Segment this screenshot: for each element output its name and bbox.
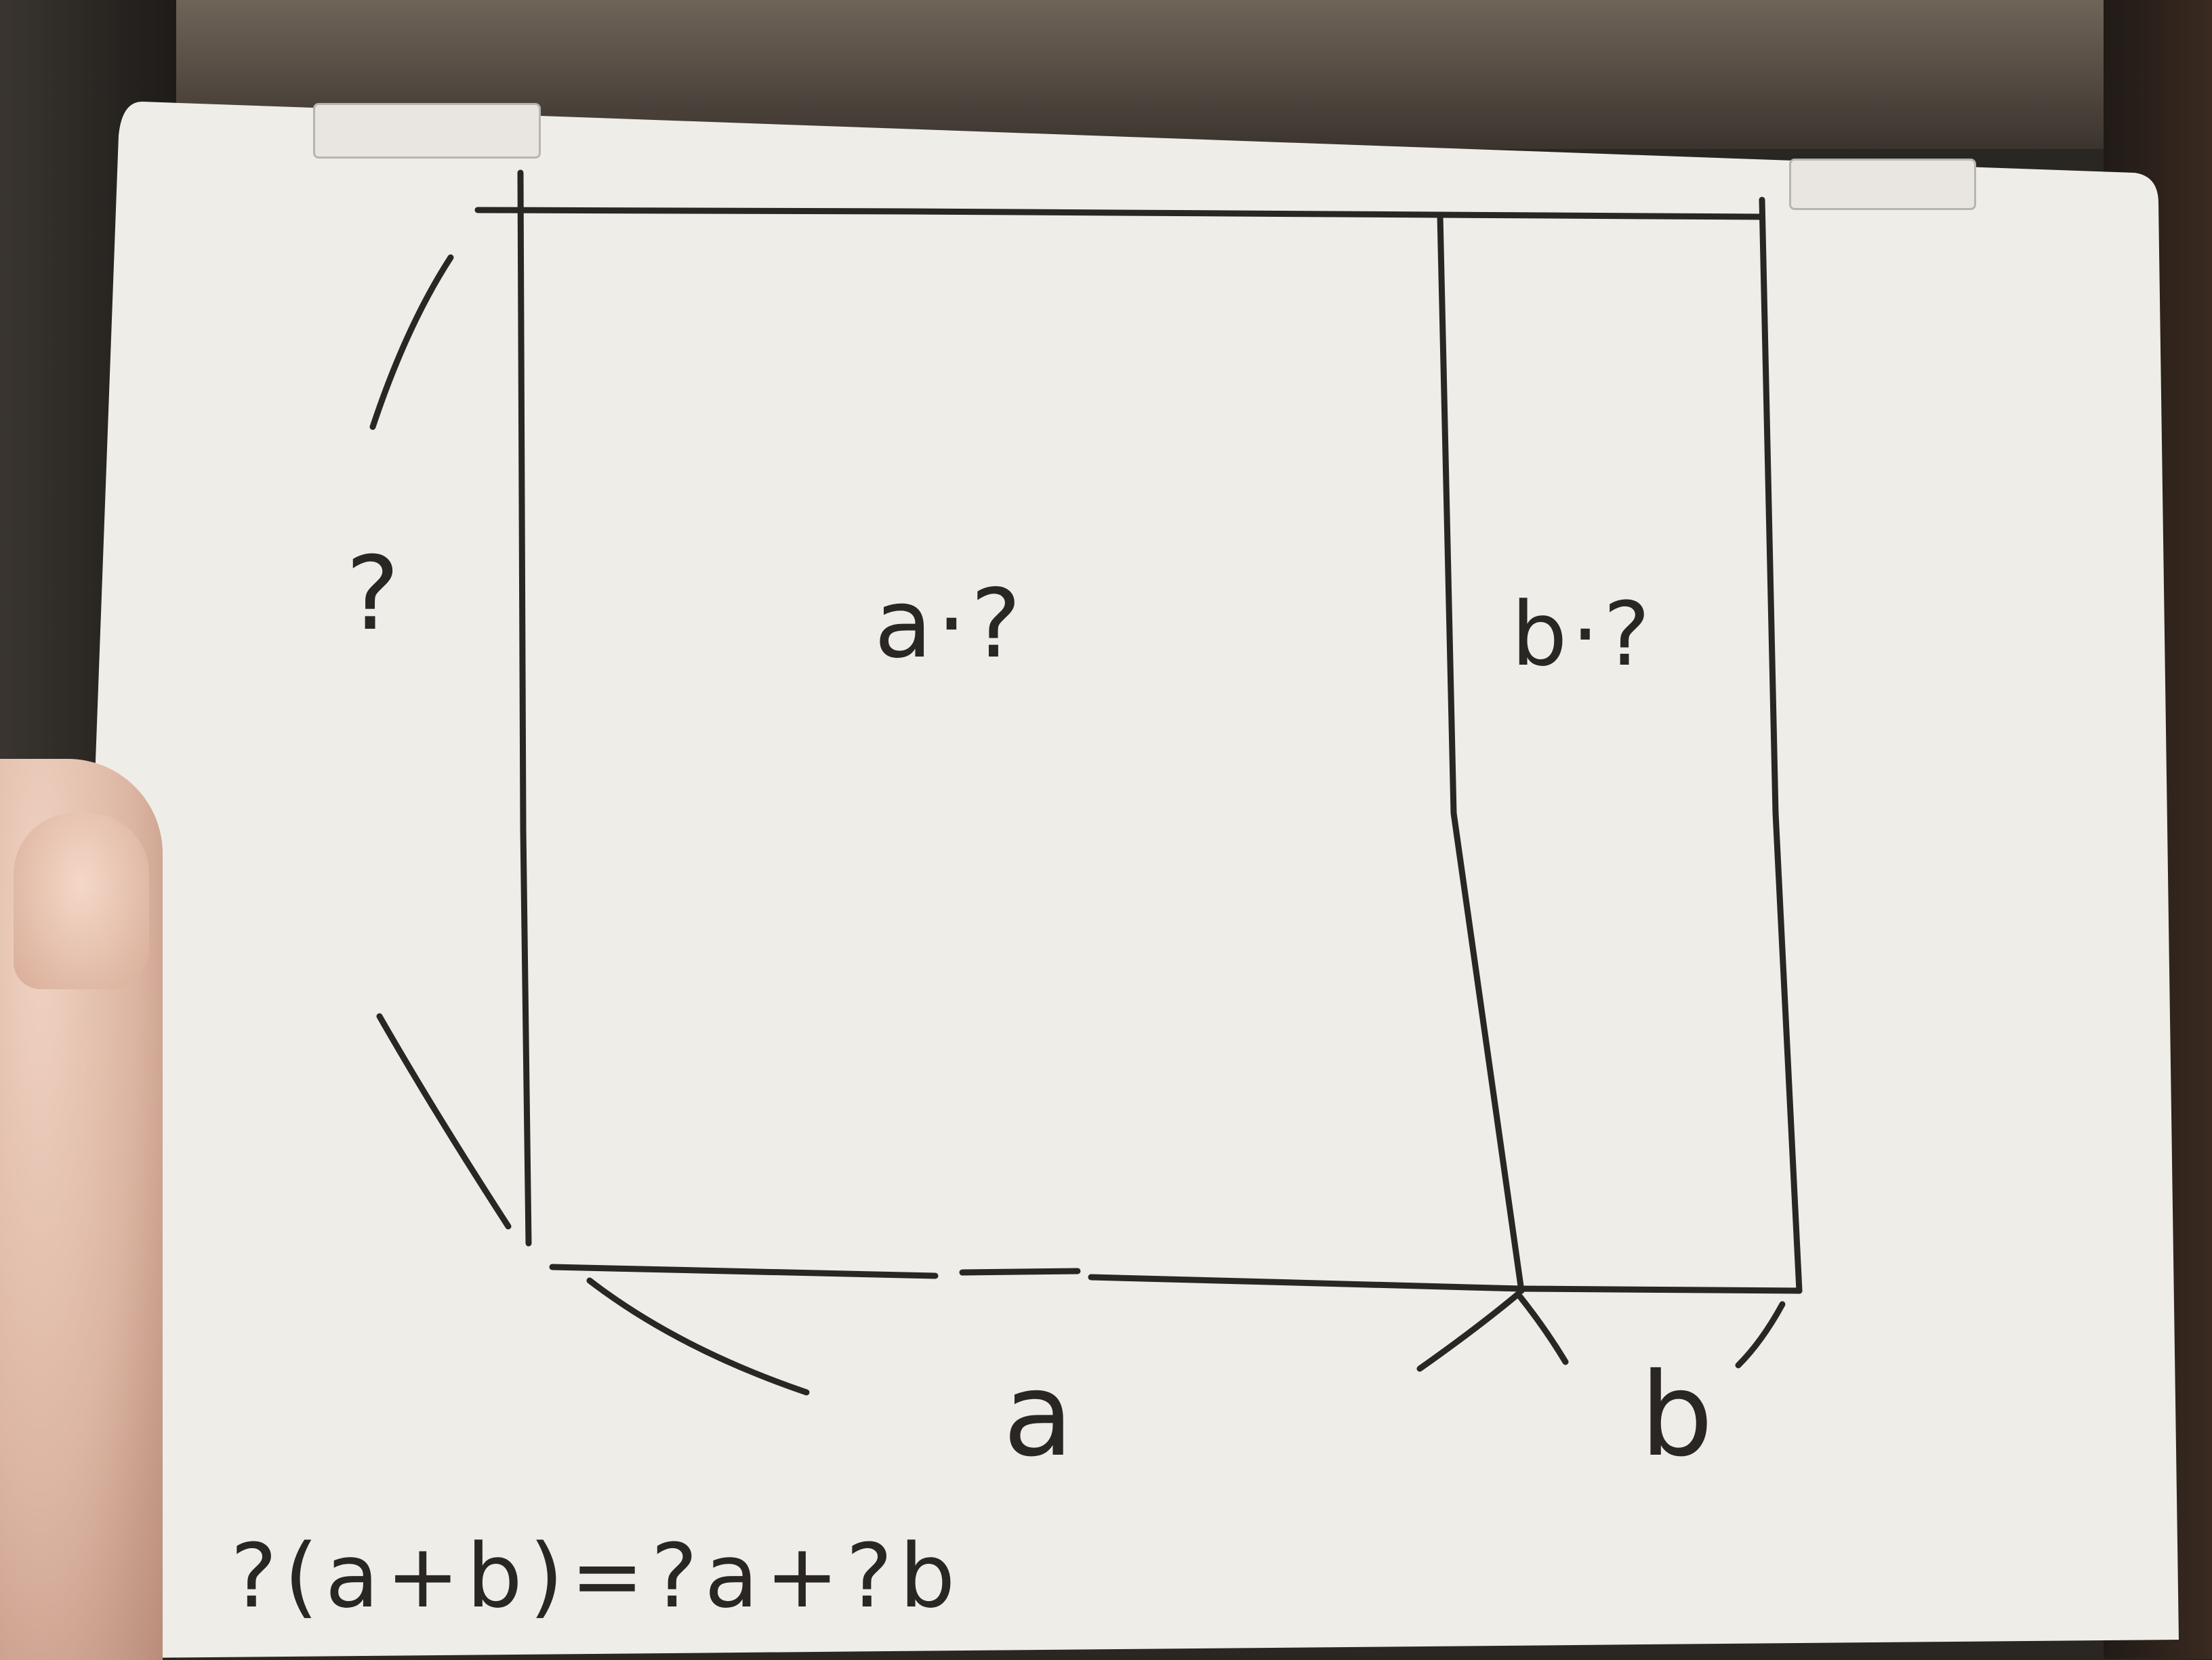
bottom-brace-b-mid: [1515, 1291, 1569, 1365]
rectangle-left-edge: [517, 169, 532, 1247]
bottom-label-a: a: [1003, 1348, 1074, 1482]
bottom-brace-b-right: [1735, 1301, 1786, 1369]
divider-line: [1437, 212, 1525, 1294]
left-region-label: a·?: [874, 569, 1025, 680]
bottom-brace-a: [586, 1277, 810, 1396]
left-brace-top: [369, 254, 454, 430]
whiteboard-surface: [61, 102, 2179, 1659]
right-region-label: b·?: [1511, 583, 1654, 686]
thumb: [14, 813, 149, 989]
left-side-question-mark: ?: [346, 535, 400, 653]
bottom-brace-b-left: [1416, 1291, 1521, 1372]
rectangle-right-edge: [1759, 196, 1803, 1294]
rectangle-top-edge: [474, 207, 1765, 220]
marker-diagram: [369, 169, 1803, 1396]
distributive-equation: ?(a+b)=?a+?b: [230, 1524, 962, 1627]
magnet-clip-left: [313, 103, 541, 159]
bottom-label-b: b: [1640, 1348, 1713, 1482]
left-brace-bottom: [376, 1013, 512, 1230]
magnet-clip-right: [1789, 159, 1976, 210]
